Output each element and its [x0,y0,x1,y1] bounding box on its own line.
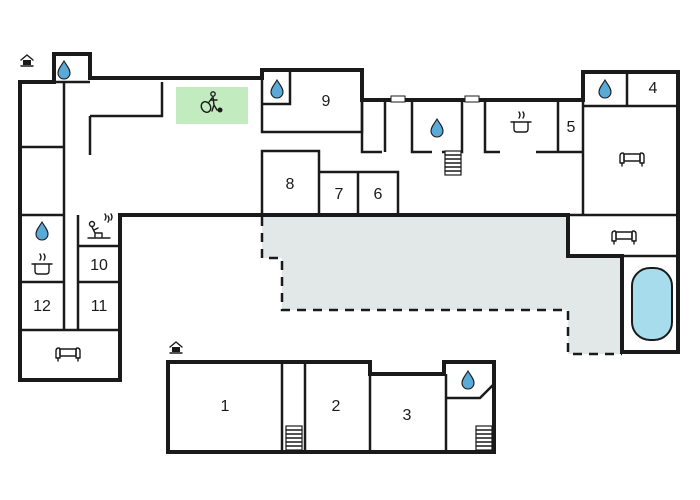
room-label-2: 2 [332,398,341,415]
sofa-icon [55,347,81,362]
stairs-icon [444,150,462,176]
room-label-8: 8 [286,176,295,193]
water-drop-icon [57,60,71,80]
sauna-icon [87,213,113,239]
room-label-9: 9 [322,93,331,110]
lower-interior-walls [280,362,495,452]
water-drop-icon [35,221,49,241]
interior-walls [20,70,678,332]
room-label-4: 4 [649,80,658,97]
house-icon [20,54,34,67]
window [390,95,406,103]
water-drop-icon [430,118,444,138]
room-label-1: 1 [221,398,230,415]
window [464,95,480,103]
house-icon [169,341,183,354]
room-label-5: 5 [567,119,576,136]
sofa-icon [611,230,637,245]
room-label-3: 3 [403,407,412,424]
room-label-7: 7 [335,186,344,203]
table-tennis-icon [200,91,223,113]
water-drop-icon [270,79,284,99]
room-label-12: 12 [33,298,51,315]
water-drop-icon [598,79,612,99]
swimming-pool-icon [631,267,673,341]
terrace-outline [260,217,622,356]
room-label-11: 11 [91,298,108,315]
sofa-icon [619,152,645,167]
games-area [176,87,248,124]
room-label-10: 10 [90,257,108,274]
room-label-6: 6 [374,186,383,203]
cooking-pot-icon [510,111,532,133]
cooking-pot-icon [31,253,53,275]
stairs-icon [475,425,493,451]
stairs-icon [285,425,303,451]
water-drop-icon [461,370,475,390]
terrace-area [262,217,622,354]
